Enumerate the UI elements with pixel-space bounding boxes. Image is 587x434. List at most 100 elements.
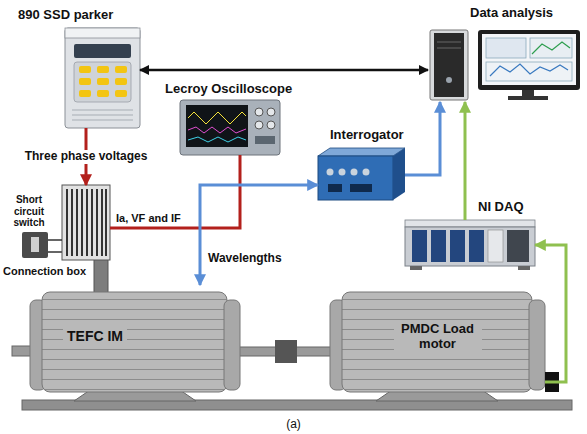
end-cap xyxy=(224,300,240,390)
switch-wire xyxy=(48,251,62,253)
daq-slot xyxy=(488,230,503,262)
signal-connector xyxy=(405,102,440,175)
interrogator-side xyxy=(393,148,405,200)
daq-foot xyxy=(518,266,530,270)
signal-label: Three phase voltages xyxy=(23,150,150,164)
terminal xyxy=(96,189,98,256)
window xyxy=(486,38,526,58)
key xyxy=(79,78,91,85)
signal-connector xyxy=(464,102,467,220)
oscilloscope-picture xyxy=(180,100,280,155)
window xyxy=(530,38,572,58)
daq-chassis xyxy=(405,227,535,266)
key xyxy=(115,66,127,73)
terminal xyxy=(81,189,83,256)
figure-caption: (a) xyxy=(286,418,301,432)
monitor xyxy=(478,30,580,90)
daq-module xyxy=(469,230,484,262)
tower xyxy=(430,30,468,100)
port xyxy=(363,169,370,176)
computer-picture xyxy=(430,30,580,100)
scope-screen xyxy=(186,105,248,147)
port xyxy=(327,169,334,176)
daq-rail xyxy=(405,220,535,227)
knob xyxy=(267,121,275,129)
device-label: Short circuit switch xyxy=(3,194,55,229)
signal-connector xyxy=(110,155,240,228)
signal-label: Wavelengths xyxy=(206,252,284,266)
device-label: Data analysis xyxy=(470,6,553,21)
bay xyxy=(437,48,461,49)
tower-front xyxy=(434,33,464,97)
daq-module xyxy=(412,230,427,262)
key xyxy=(97,78,109,85)
interrogator-front xyxy=(318,156,393,200)
daq-picture xyxy=(405,220,535,270)
device-label: Connection box xyxy=(3,265,86,278)
drive-keypad xyxy=(74,62,131,102)
drive-top xyxy=(65,28,140,38)
signal-connector xyxy=(140,69,428,72)
trace xyxy=(188,137,246,142)
device-label: NI DAQ xyxy=(478,200,524,215)
box-neck xyxy=(94,258,108,294)
switch-body xyxy=(22,232,48,258)
key xyxy=(79,90,91,97)
signal-connector xyxy=(535,245,566,382)
motor-label: TEFC IM xyxy=(63,327,127,345)
bay xyxy=(437,42,461,43)
terminal xyxy=(105,189,107,256)
device-label: Lecroy Oscilloscope xyxy=(165,82,292,97)
knob xyxy=(267,108,275,116)
switch-picture xyxy=(22,232,62,258)
port xyxy=(339,169,346,176)
device-label: Interrogator xyxy=(330,128,404,143)
terminal xyxy=(76,189,78,256)
terminal xyxy=(101,189,103,256)
drive-body xyxy=(65,28,140,128)
daq-foot xyxy=(410,266,422,270)
daq-controller xyxy=(507,230,529,262)
connection-box: Connection box xyxy=(62,185,110,260)
terminal xyxy=(86,189,88,256)
key xyxy=(115,90,127,97)
load-motor: PMDC Load motor xyxy=(330,285,545,400)
drive-unit: 890 SSD parker xyxy=(65,28,140,128)
key xyxy=(115,78,127,85)
window xyxy=(486,62,572,81)
monitor-stand xyxy=(522,90,534,96)
key xyxy=(97,90,109,97)
knob xyxy=(255,121,263,129)
serial-port xyxy=(350,184,372,192)
interrogator-picture xyxy=(318,148,405,200)
drive-picture xyxy=(65,28,140,128)
connectors xyxy=(48,70,566,382)
port xyxy=(351,169,358,176)
key xyxy=(79,66,91,73)
end-cap xyxy=(529,300,545,390)
coupling xyxy=(275,340,297,363)
terminal xyxy=(66,189,68,256)
motor-body xyxy=(342,292,532,392)
signal-label: Ia, VF and IF xyxy=(114,212,183,225)
trace xyxy=(188,127,246,133)
signal-connector xyxy=(200,185,318,285)
computer-station: Data analysis xyxy=(428,26,582,102)
signal-label-holder: Wavelengths xyxy=(206,252,284,266)
vent xyxy=(72,115,133,116)
signal-label-holder: Three phase voltages xyxy=(23,150,150,164)
load-motor-picture xyxy=(330,292,559,401)
monitor-foot xyxy=(508,96,548,100)
box-body xyxy=(62,185,110,260)
interrogator: Interrogator xyxy=(318,148,405,200)
shaft xyxy=(12,346,32,356)
key xyxy=(97,66,109,73)
trace xyxy=(188,112,246,124)
screen xyxy=(482,34,576,85)
daq-module xyxy=(431,230,446,262)
knob xyxy=(255,108,263,116)
switch-lever xyxy=(31,237,39,252)
oscilloscope: Lecroy Oscilloscope xyxy=(180,100,280,155)
